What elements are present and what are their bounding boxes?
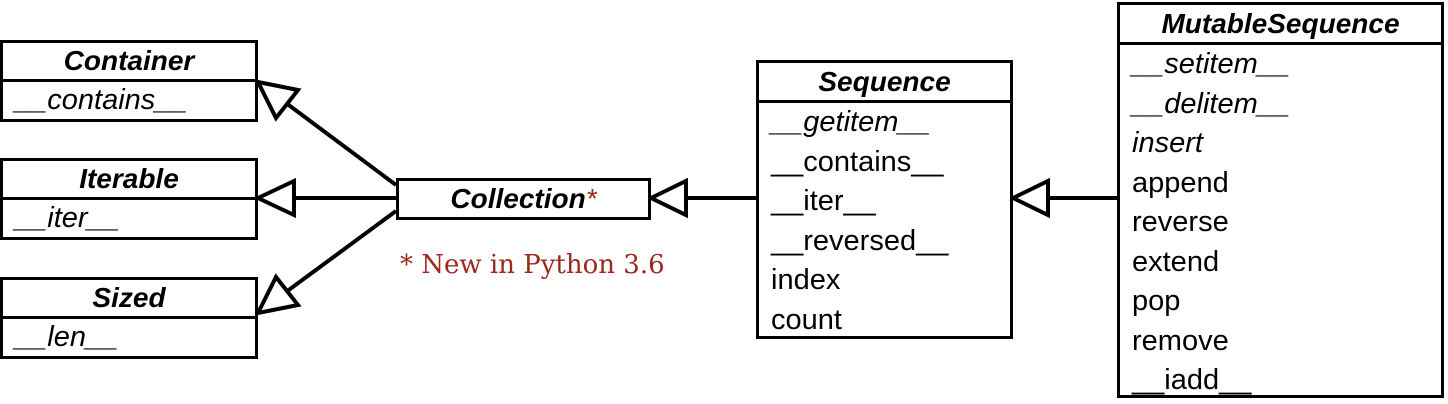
member-extend: extend (1132, 245, 1220, 278)
member-reversed: __reversed__ (771, 224, 949, 257)
member-contains: __contains__ (771, 145, 944, 178)
member-getitem: __getitem__ (771, 106, 931, 138)
python-version-note: * New in Python 3.6 (400, 250, 665, 280)
class-sequence: Sequence __getitem__ __contains__ __iter… (756, 60, 1013, 339)
member-reverse: reverse (1132, 206, 1229, 238)
member-index: index (771, 264, 841, 296)
edge-collection-sized (284, 209, 398, 294)
collection-new-star: * (585, 183, 597, 214)
class-collection-name: Collection* (399, 181, 648, 217)
member-iadd: __iadd__ (1132, 364, 1252, 396)
class-sized: Sized __len__ (0, 277, 258, 359)
member-pop: pop (1132, 285, 1181, 317)
class-iterable-members: __iter__ (3, 200, 255, 237)
edge-collection-container (284, 101, 398, 187)
member-remove: remove (1132, 324, 1229, 357)
class-iterable: Iterable __iter__ (0, 158, 258, 240)
class-iterable-name: Iterable (3, 161, 255, 200)
member-delitem: __delitem__ (1132, 87, 1290, 120)
arrowhead-sequence (1008, 177, 1050, 219)
class-container: Container __contains__ (0, 40, 258, 122)
arrowhead-container (254, 79, 302, 122)
class-mutable-sequence-members: __setitem__ __delitem__ insert append re… (1120, 45, 1441, 396)
class-sequence-members: __getitem__ __contains__ __iter__ __reve… (759, 103, 1010, 336)
class-sequence-name: Sequence (759, 63, 1010, 103)
member-append: append (1132, 166, 1229, 199)
class-mutable-sequence-name: MutableSequence (1120, 5, 1441, 45)
member-contains: __contains__ (15, 84, 188, 116)
member-setitem: __setitem__ (1132, 48, 1290, 80)
member-iter: __iter__ (771, 185, 876, 217)
class-sized-members: __len__ (3, 319, 255, 356)
member-len: __len__ (15, 321, 119, 353)
class-container-name: Container (3, 43, 255, 82)
member-count: count (771, 303, 842, 336)
class-collection: Collection* (396, 178, 651, 220)
arrowhead-collection (646, 177, 688, 219)
class-mutable-sequence: MutableSequence __setitem__ __delitem__ … (1117, 2, 1444, 398)
collection-name-text: Collection (450, 183, 586, 214)
arrowhead-iterable (253, 177, 296, 219)
member-iter: __iter__ (15, 202, 120, 234)
arrowhead-sized (254, 273, 302, 316)
class-container-members: __contains__ (3, 82, 255, 119)
class-sized-name: Sized (3, 280, 255, 319)
member-insert: insert (1132, 127, 1203, 159)
